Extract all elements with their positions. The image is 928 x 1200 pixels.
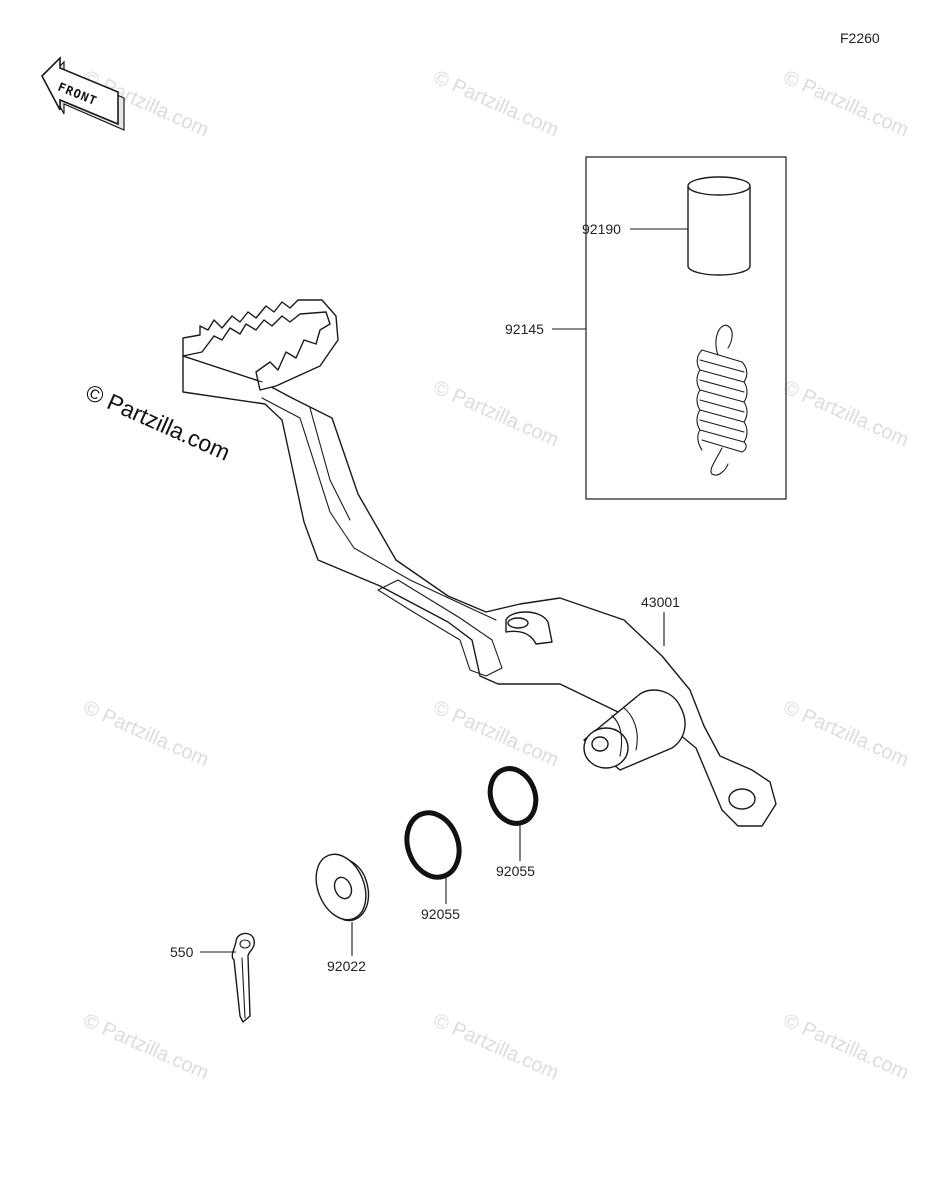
watermark: © Partzilla.com (780, 1009, 912, 1084)
part-label-washer: 92022 (327, 958, 366, 974)
brake-pedal-part: 43001 (182, 299, 777, 827)
front-arrow-icon: FRONT (41, 56, 125, 131)
watermark: © Partzilla.com (80, 696, 212, 771)
watermark: © Partzilla.com (780, 376, 912, 451)
watermark: © Partzilla.com (780, 66, 912, 141)
part-label-pedal: 43001 (641, 594, 680, 610)
spring-part (696, 324, 748, 476)
part-label-collar: 92190 (582, 221, 621, 237)
watermark: © Partzilla.com (80, 1009, 212, 1084)
ring-part-right: 92055 (487, 766, 539, 879)
watermark: © Partzilla.com (780, 696, 912, 771)
diagram-code: F2260 (840, 30, 880, 46)
part-label-ring-left: 92055 (421, 906, 460, 922)
collar-part: 92190 (582, 176, 751, 276)
kit-box: 92145 (505, 156, 787, 500)
part-label-kit: 92145 (505, 321, 544, 337)
part-label-cotter-pin: 550 (170, 944, 194, 960)
part-label-ring-right: 92055 (496, 863, 535, 879)
cotter-pin-part: 550 (170, 932, 256, 1023)
watermark: © Partzilla.com (430, 376, 562, 451)
watermark-layer: © Partzilla.com © Partzilla.com © Partzi… (80, 66, 912, 1084)
washer-part: 92022 (315, 853, 370, 974)
ring-part-left: 92055 (404, 810, 462, 922)
watermark: © Partzilla.com (430, 1009, 562, 1084)
watermark: © Partzilla.com (430, 696, 562, 771)
watermark: © Partzilla.com (430, 66, 562, 141)
